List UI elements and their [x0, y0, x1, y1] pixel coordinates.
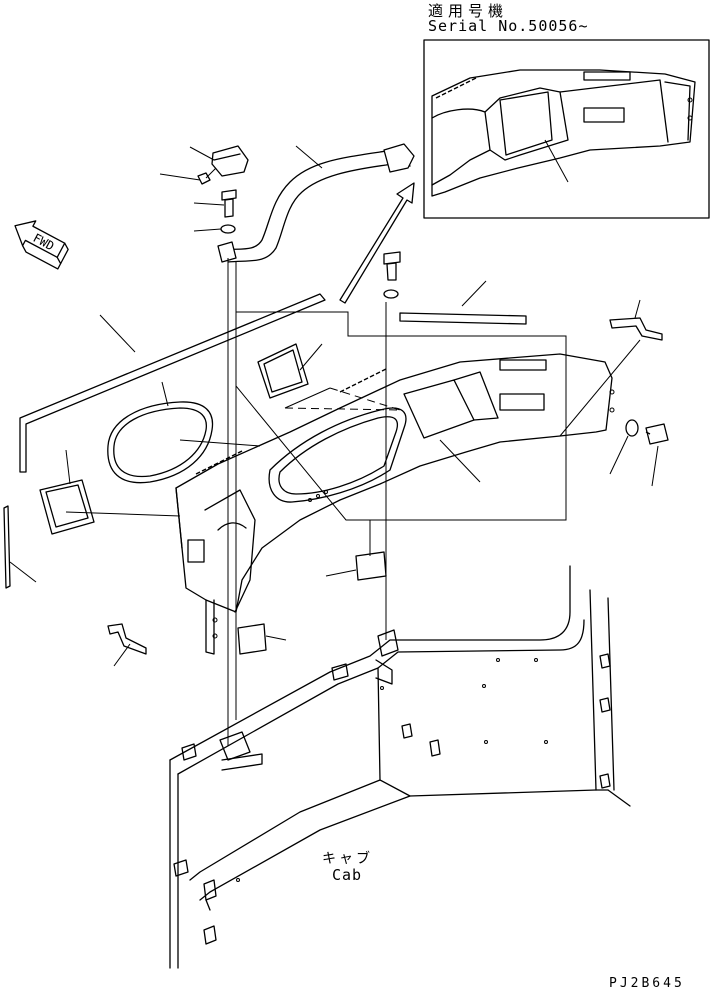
- subassembly-outline: [235, 311, 567, 521]
- drawing-number: PJ2B645: [609, 976, 685, 991]
- small-glass-left: [39, 449, 95, 535]
- fwd-text: FWD: [31, 231, 57, 254]
- bracket-clip-left: [107, 623, 147, 667]
- weather-strip: [19, 293, 326, 473]
- washer-top: [193, 224, 236, 234]
- detail-arrow: [339, 182, 415, 304]
- cab-frame: [169, 565, 631, 969]
- clip-cover: [189, 145, 249, 177]
- bolt-right: [645, 423, 669, 487]
- inset-dashboard-panel: [431, 69, 696, 197]
- screw-small: [159, 167, 217, 185]
- screw-mid: [383, 251, 401, 299]
- window-seal-ring: [107, 381, 214, 484]
- vent-hatch-right: [339, 368, 387, 393]
- assembly-lines: [65, 258, 387, 746]
- cab-label-en: Cab: [332, 866, 363, 884]
- foam-block-low: [237, 623, 287, 655]
- inset-leader: [544, 139, 569, 183]
- detail-inset: [423, 39, 710, 219]
- washer-right: [609, 419, 639, 475]
- inset-frame: [423, 39, 710, 219]
- rubber-rod: [3, 505, 37, 589]
- vent-hatch-left: [195, 450, 243, 475]
- foam-block-mid: [325, 551, 387, 581]
- cab-brackets: [173, 629, 611, 945]
- applicable-models-label: 適用号機: [428, 2, 509, 20]
- serial-number-label: Serial No.50056~: [428, 17, 589, 35]
- bolt-top: [193, 189, 237, 218]
- small-glass-top: [257, 343, 323, 399]
- bracket-clip: [609, 299, 663, 341]
- cab-label-jp: キャブ: [322, 851, 373, 867]
- inset-vent-hatch: [435, 77, 477, 99]
- fwd-arrow-icon: FWD: [14, 220, 69, 270]
- seal-strip: [399, 280, 527, 325]
- air-duct-hose: [217, 143, 415, 263]
